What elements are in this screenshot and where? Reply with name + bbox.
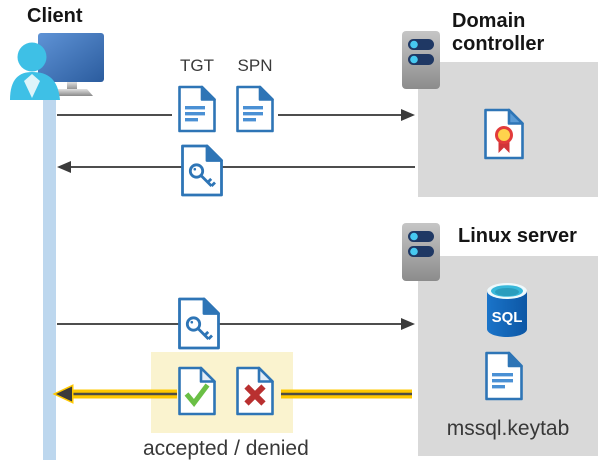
keytab-label: mssql.keytab <box>446 417 570 440</box>
linux-server-icon <box>402 223 440 281</box>
client-workstation-icon <box>10 33 104 100</box>
key-document-icon <box>181 144 223 197</box>
spn-document-icon <box>236 85 274 133</box>
tgt-document-icon <box>178 85 216 133</box>
domain-controller-server-icon <box>402 31 440 89</box>
domain-controller-label: Domain controller <box>452 10 545 55</box>
arrow-linux-server-to-client-highlighted <box>52 384 412 404</box>
keytab-document-icon <box>485 351 523 401</box>
arrow-client-to-linux-server <box>57 318 415 330</box>
key-document-icon-2 <box>178 297 220 350</box>
spn-label: SPN <box>237 56 273 75</box>
denied-x-document-icon <box>236 366 274 416</box>
user-icon <box>10 42 60 100</box>
tgt-label: TGT <box>180 56 214 75</box>
accepted-check-document-icon <box>178 366 216 416</box>
result-label: accepted / denied <box>143 437 309 460</box>
client-lifeline <box>43 92 56 460</box>
linux-server-label: Linux server <box>458 225 577 247</box>
certificate-document-icon <box>484 108 524 160</box>
monitor-icon <box>38 33 104 96</box>
sql-text: SQL <box>492 309 523 326</box>
sql-database-icon: SQL <box>487 283 527 337</box>
arrow-domain-controller-to-client <box>57 161 415 173</box>
client-label: Client <box>27 5 83 27</box>
